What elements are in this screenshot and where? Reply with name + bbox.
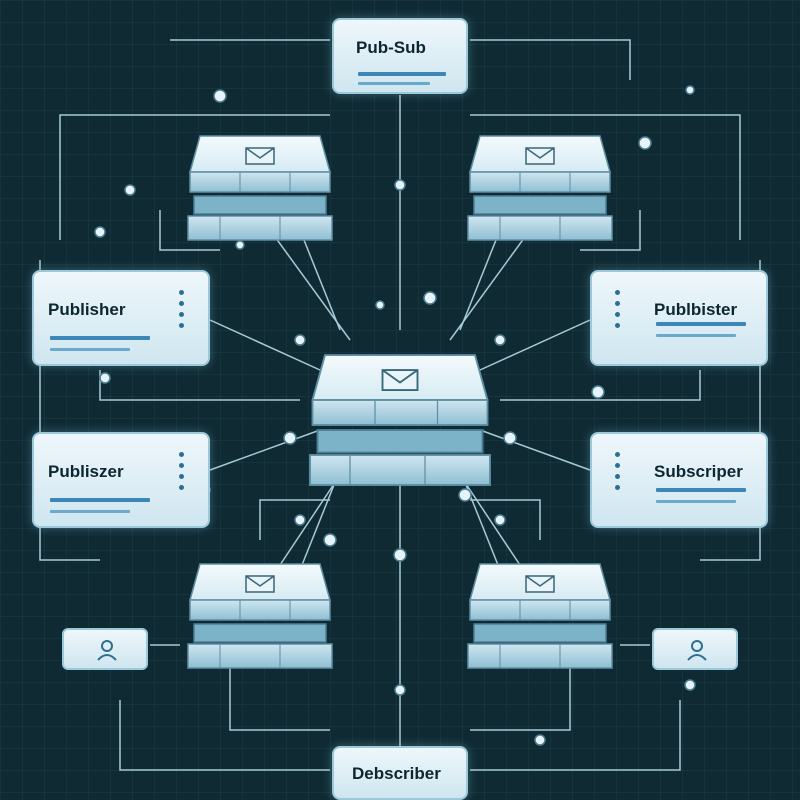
connection-lines: [39, 39, 761, 771]
control-dots: [174, 448, 188, 496]
left-top-label-card: Publisher: [32, 270, 210, 366]
bottom-label-card: Debscriber: [332, 746, 468, 800]
label-bar: [358, 72, 446, 76]
label-bar: [656, 322, 746, 326]
label-bar: [50, 336, 150, 340]
label-bar: [50, 510, 130, 513]
node-bottom-right: [467, 563, 613, 669]
label-bar: [358, 82, 430, 85]
connector-nodes: [94, 85, 696, 746]
right-top-label-card: Publbister: [590, 270, 768, 366]
node-top-left: [187, 135, 333, 241]
label-bar: [656, 334, 736, 337]
label-bar: [656, 488, 746, 492]
user-icon: [97, 640, 117, 661]
node-bottom-left: [187, 563, 333, 669]
control-dots: [610, 286, 624, 334]
label-bar: [656, 500, 736, 503]
right-user-card: [652, 628, 738, 670]
node-top-right: [467, 135, 613, 241]
label-bar: [50, 348, 130, 351]
top-label-card: Pub-Sub: [332, 18, 468, 94]
right-top-label: Publbister: [654, 300, 738, 319]
top-label: Pub-Sub: [356, 38, 426, 57]
bottom-label: Debscriber: [352, 764, 441, 783]
control-dots: [174, 286, 188, 334]
left-user-card: [62, 628, 148, 670]
left-top-label: Publisher: [48, 300, 126, 319]
right-bottom-label: Subscriper: [654, 462, 743, 481]
left-bottom-label: Publiszer: [48, 462, 124, 481]
label-bar: [50, 498, 150, 502]
control-dots: [610, 448, 624, 496]
left-bottom-label-card: Publiszer: [32, 432, 210, 528]
user-icon: [687, 640, 707, 661]
central-hub-node: [309, 354, 491, 486]
right-bottom-label-card: Subscriper: [590, 432, 768, 528]
